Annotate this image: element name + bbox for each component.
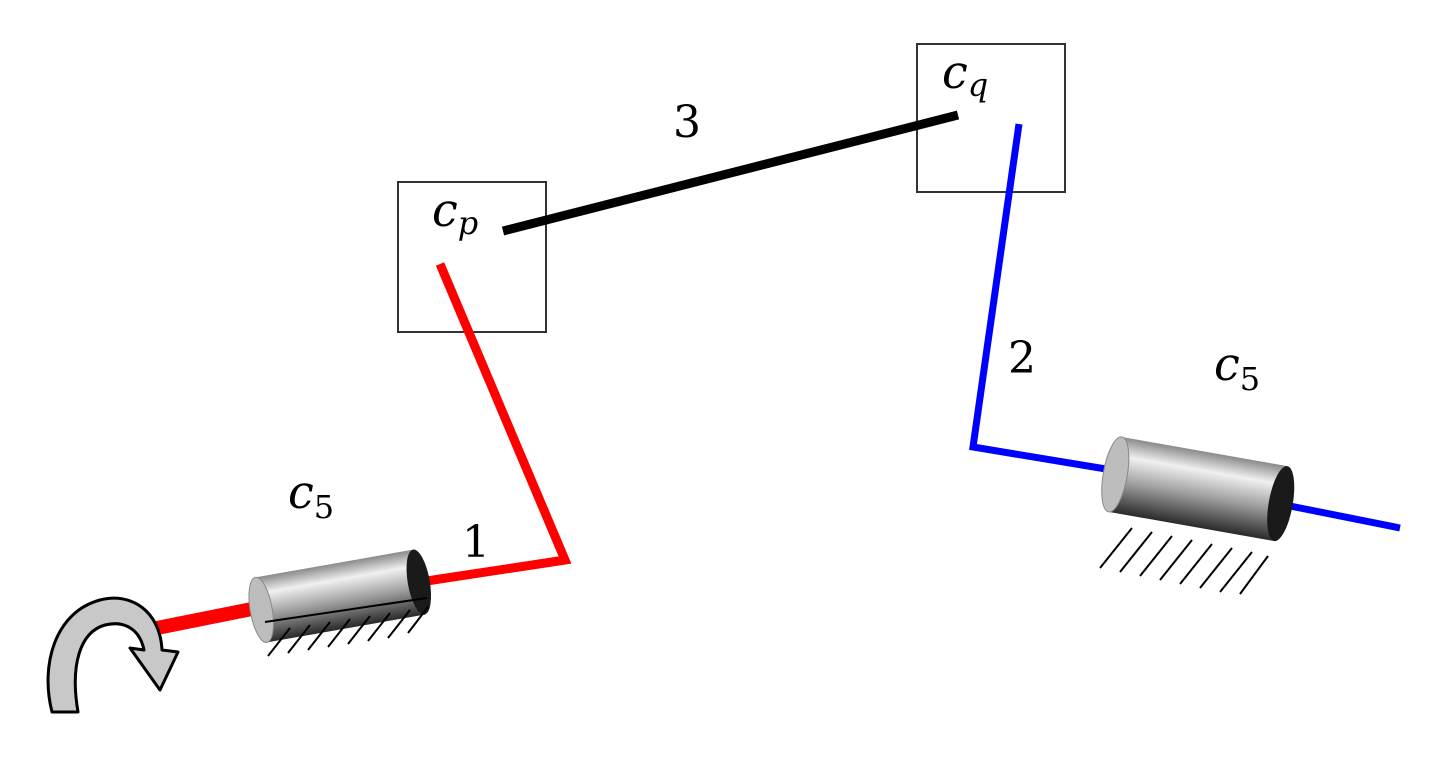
link-1-label: 1 <box>462 517 490 568</box>
link-2-label: 2 <box>1008 333 1036 384</box>
joint-q-label: cq <box>942 45 988 104</box>
link-2-shaft <box>1284 501 1401 532</box>
link-1 <box>419 262 572 587</box>
link-3 <box>501 110 960 236</box>
joint-p-sub: p <box>458 204 478 242</box>
joint-q-base: c <box>942 45 968 99</box>
joint-box-q <box>916 43 1066 193</box>
joint-left-base: c <box>288 465 314 519</box>
joint-q-sub: q <box>968 66 988 104</box>
joint-right-sub: 5 <box>1240 360 1260 398</box>
joint-left-sub: 5 <box>314 488 334 526</box>
curved-arrow-icon <box>46 596 180 714</box>
joint-right-cylinder <box>1101 436 1295 542</box>
joint-left-label: c5 <box>288 465 334 526</box>
link-3-label: 3 <box>673 97 701 148</box>
joint-p-base: c <box>432 183 458 237</box>
ground-hatch-right-icon <box>1099 527 1269 595</box>
joint-right-label: c5 <box>1214 337 1260 398</box>
joint-right-base: c <box>1214 337 1240 391</box>
joint-left-cylinder <box>248 549 432 643</box>
joint-p-label: cp <box>432 183 478 242</box>
ground-hatch-left-icon <box>264 597 429 657</box>
link-2 <box>969 123 1113 474</box>
